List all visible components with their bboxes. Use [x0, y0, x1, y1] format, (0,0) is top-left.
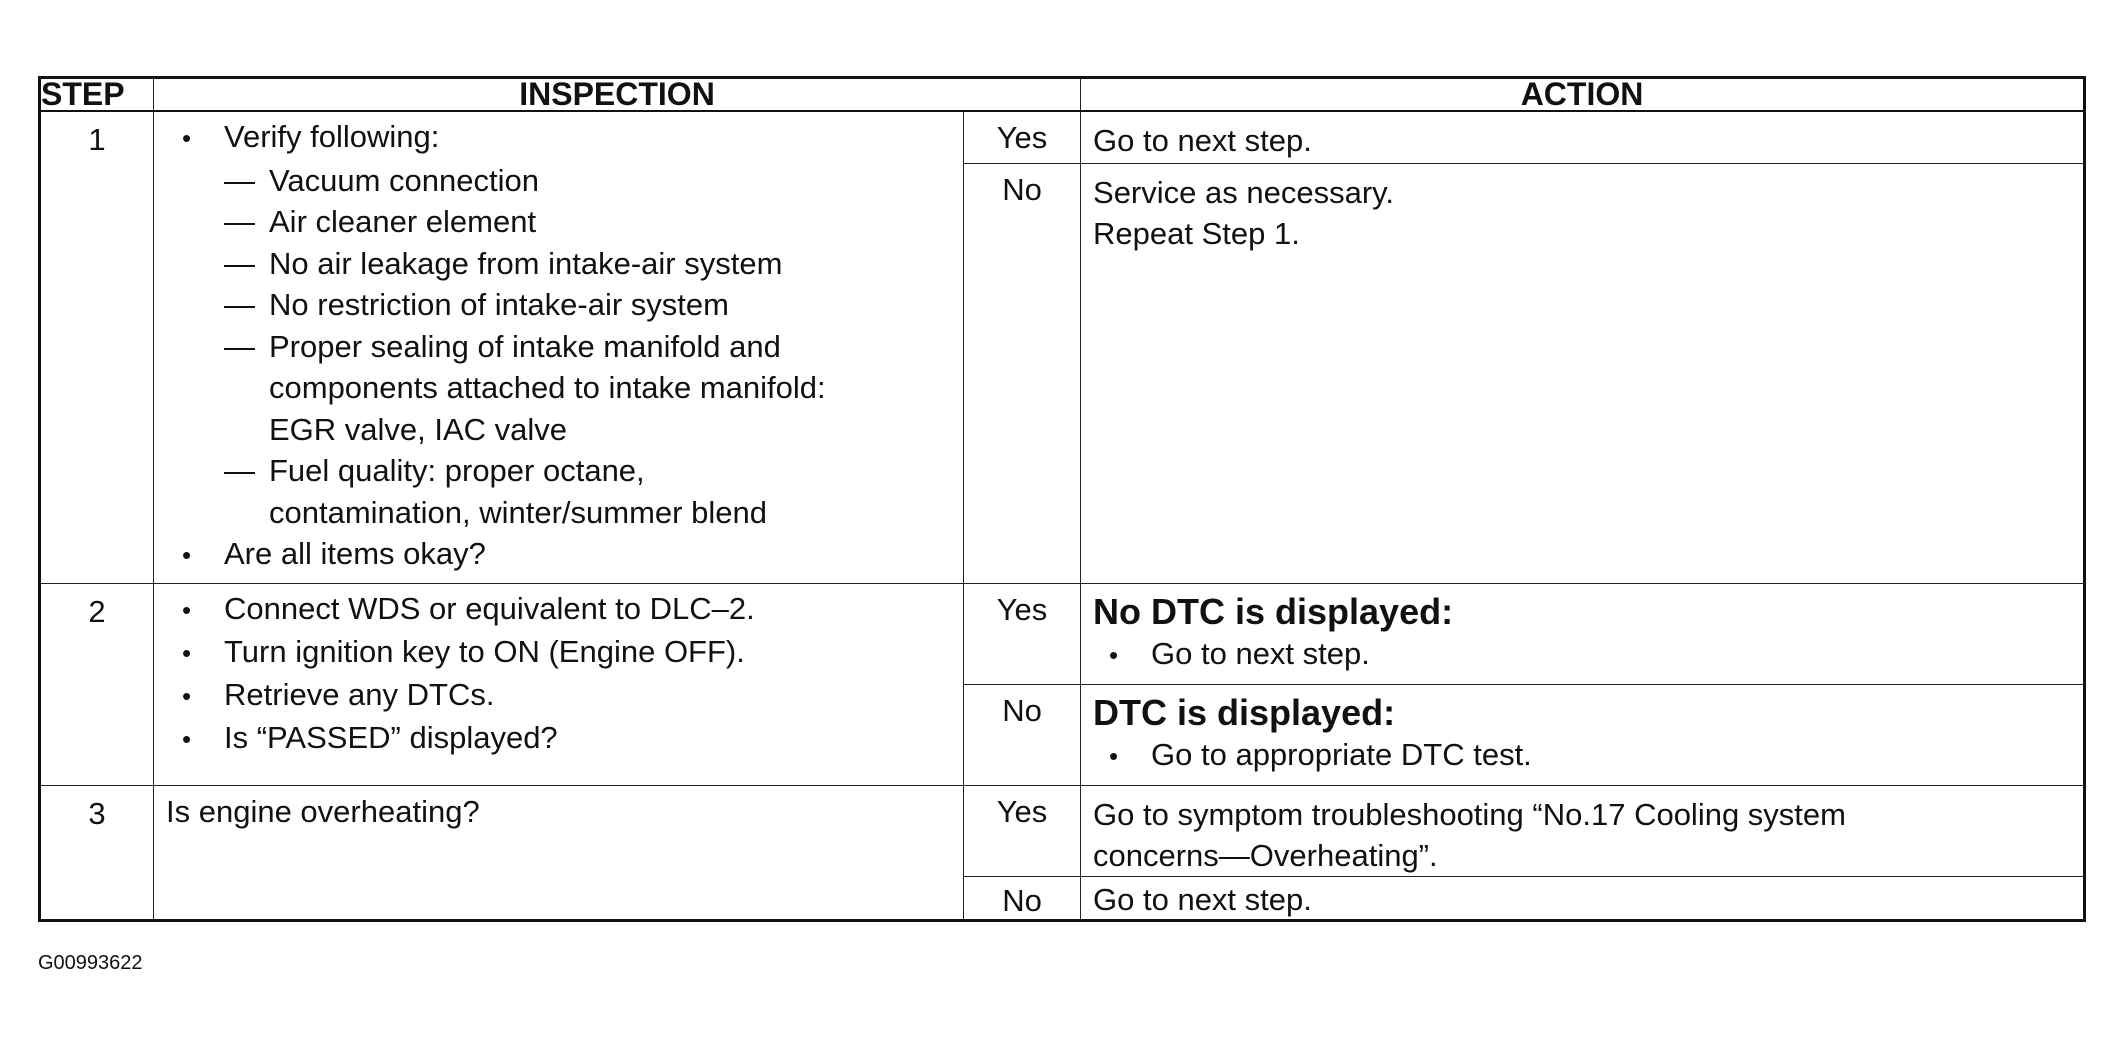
list-item: • Retrieve any DTCs. [182, 674, 963, 717]
header-step: STEP [39, 77, 154, 112]
inspection-text: No air leakage from intake-air system [269, 245, 783, 281]
bullet-icon: • [182, 680, 192, 711]
list-item: • Go to appropriate DTC test. [1093, 733, 2083, 778]
action-cell: Go to symptom troubleshooting “No.17 Coo… [1080, 784, 2085, 876]
action-heading: No DTC is displayed: [1093, 590, 1454, 632]
dash-icon: — [224, 204, 255, 239]
yes-label: Yes [962, 784, 1081, 876]
bullet-icon: • [1109, 639, 1119, 670]
list-item: • Verify following: [182, 116, 963, 160]
inspection-text: Are all items okay? [224, 536, 486, 571]
table-header-row: STEP INSPECTION ACTION [39, 77, 2085, 112]
table-row: No Service as necessary. Repeat Step 1. [40, 162, 2085, 583]
inspection-text: Air cleaner element [269, 204, 537, 239]
no-label: No [962, 162, 1081, 583]
inspection-cell: • Verify following: — Vacuum connection … [153, 110, 964, 583]
action-cell: No DTC is displayed: • Go to next step. [1080, 582, 2085, 684]
figure-id: G00993622 [38, 952, 143, 974]
inspection-text: Verify following: [224, 119, 440, 154]
table-row: No DTC is displayed: • Go to appropriate… [40, 683, 2085, 785]
list-item: • Are all items okay? [182, 533, 963, 577]
inspection-text: Is “PASSED” displayed? [224, 719, 558, 755]
list-item: • Connect WDS or equivalent to DLC–2. [182, 588, 963, 631]
action-heading: DTC is displayed: [1093, 691, 1396, 733]
yes-label: Yes [962, 582, 1081, 684]
bullet-icon: • [182, 123, 192, 153]
list-item: — Proper sealing of intake manifold and [182, 326, 963, 368]
bullet-icon: • [182, 540, 192, 570]
table-row: No Go to next step. [40, 875, 2085, 920]
list-item: — No air leakage from intake-air system [182, 243, 963, 285]
bullet-icon: • [182, 594, 192, 625]
bullet-icon: • [182, 723, 192, 754]
header-inspection: INSPECTION [152, 77, 1081, 112]
inspection-text: Proper sealing of intake manifold and [269, 328, 781, 364]
no-label: No [962, 683, 1081, 785]
action-text: Go to appropriate DTC test. [1151, 736, 1532, 772]
inspection-text: Retrieve any DTCs. [224, 676, 495, 712]
action-text: Repeat Step 1. [1093, 215, 1300, 251]
inspection-text: Is engine overheating? [153, 784, 964, 920]
action-cell: Service as necessary. Repeat Step 1. [1080, 162, 2085, 583]
list-item: • Go to next step. [1093, 632, 2083, 677]
header-action: ACTION [1080, 77, 2085, 112]
action-cell: DTC is displayed: • Go to appropriate DT… [1080, 683, 2085, 785]
list-item: • Turn ignition key to ON (Engine OFF). [182, 631, 963, 674]
inspection-text: Fuel quality: proper octane, [269, 453, 645, 488]
bullet-icon: • [1109, 740, 1119, 771]
table-row: 3 Is engine overheating? Yes Go to sympt… [39, 784, 2085, 920]
inspection-text: No restriction of intake-air system [269, 287, 729, 322]
list-item: — Vacuum connection [182, 160, 963, 202]
step-number: 2 [39, 582, 154, 785]
dash-icon: — [224, 453, 255, 488]
inspection-cell: • Connect WDS or equivalent to DLC–2. • … [153, 582, 964, 785]
yes-label: Yes [962, 110, 1081, 163]
inspection-text: Connect WDS or equivalent to DLC–2. [224, 590, 755, 626]
dash-icon: — [224, 287, 255, 322]
dash-icon: — [224, 328, 255, 364]
action-text: Go to next step. [1151, 635, 1370, 671]
action-text: Go to symptom troubleshooting “No.17 Coo… [1093, 796, 1846, 832]
dash-icon: — [224, 245, 255, 281]
bullet-icon: • [182, 637, 192, 668]
dash-icon: — [224, 162, 255, 198]
list-item: — Air cleaner element [182, 201, 963, 243]
action-text: concerns—Overheating”. [1093, 837, 1438, 873]
inspection-continuation: components attached to intake manifold: [269, 370, 826, 405]
table-row: 2 • Connect WDS or equivalent to DLC–2. … [39, 582, 2085, 785]
table-row: 1 • Verify following: — Vacuum connectio… [39, 110, 2085, 583]
list-item: — Fuel quality: proper octane, [182, 450, 963, 492]
step-number: 3 [39, 784, 154, 920]
inspection-text: Turn ignition key to ON (Engine OFF). [224, 633, 745, 669]
list-item: — No restriction of intake-air system [182, 284, 963, 326]
inspection-continuation: EGR valve, IAC valve [269, 411, 568, 447]
diagnostic-table: STEP INSPECTION ACTION 1 • Verify follow… [38, 76, 2087, 922]
action-text: Service as necessary. [1093, 174, 1394, 210]
step-number: 1 [39, 110, 154, 583]
action-text: Go to next step. [1080, 875, 2085, 920]
no-label: No [962, 875, 1081, 920]
inspection-continuation: contamination, winter/summer blend [269, 494, 767, 530]
list-item: • Is “PASSED” displayed? [182, 717, 963, 760]
inspection-text: Vacuum connection [269, 162, 539, 198]
action-text: Go to next step. [1080, 110, 2085, 163]
